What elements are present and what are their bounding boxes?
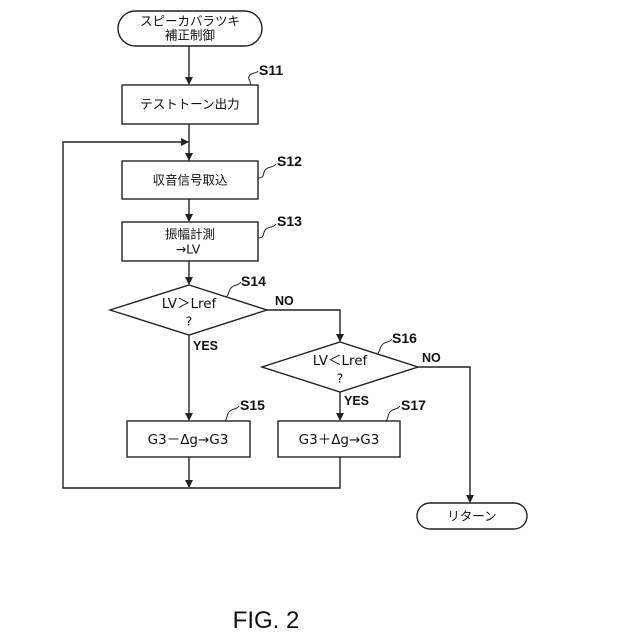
branch-label-s16-no: NO bbox=[422, 351, 441, 365]
edge-s16-no-end bbox=[418, 367, 470, 502]
edge-s14-no-s16 bbox=[267, 310, 340, 341]
decision-s16-line1: LV＜Lref bbox=[313, 353, 369, 369]
process-s13-line1: 振幅計測 bbox=[165, 227, 215, 242]
step-leader-s12 bbox=[258, 164, 276, 178]
end-terminal-text: リターン bbox=[447, 509, 496, 524]
step-leader-s14 bbox=[226, 282, 241, 297]
step-leader-s17 bbox=[386, 406, 400, 421]
start-terminal-line2: 補正制御 bbox=[165, 28, 215, 43]
branch-label-s14-no: NO bbox=[275, 294, 294, 308]
step-label-s15: S15 bbox=[240, 397, 265, 413]
process-s11-text: テストトーン出力 bbox=[140, 97, 239, 112]
step-label-s11: S11 bbox=[259, 62, 283, 78]
decision-s14-line2: ? bbox=[186, 314, 193, 329]
step-label-s16: S16 bbox=[392, 330, 417, 346]
figure-caption: FIG. 2 bbox=[233, 607, 300, 634]
branch-label-s14-yes: YES bbox=[193, 339, 218, 353]
process-s15-text: G3－Δg→G3 bbox=[148, 432, 229, 448]
process-s13: 振幅計測 →LV S13 bbox=[122, 213, 302, 261]
step-label-s14: S14 bbox=[241, 273, 266, 289]
process-s12: 収音信号取込 S12 bbox=[122, 153, 302, 199]
step-label-s13: S13 bbox=[277, 213, 302, 229]
process-s15: G3－Δg→G3 S15 bbox=[127, 397, 265, 457]
decision-s14-line1: LV＞Lref bbox=[162, 296, 218, 312]
decision-s16-line2: ? bbox=[337, 371, 344, 386]
decision-s14: LV＞Lref ? S14 NO YES bbox=[110, 273, 294, 353]
step-leader-s15 bbox=[225, 406, 239, 421]
start-terminal: スピーカバラツキ 補正制御 bbox=[118, 11, 262, 46]
process-s11: テストトーン出力 S11 bbox=[122, 62, 283, 124]
branch-label-s16-yes: YES bbox=[344, 394, 369, 408]
process-s17-text: G3＋Δg→G3 bbox=[299, 432, 380, 448]
step-leader-s11 bbox=[249, 71, 258, 85]
step-leader-s13 bbox=[258, 224, 276, 238]
start-terminal-line1: スピーカバラツキ bbox=[140, 14, 240, 29]
step-label-s17: S17 bbox=[401, 397, 426, 413]
step-label-s12: S12 bbox=[277, 153, 302, 169]
process-s12-text: 収音信号取込 bbox=[152, 173, 228, 188]
end-terminal: リターン bbox=[417, 503, 527, 529]
process-s13-line2: →LV bbox=[176, 242, 201, 257]
step-leader-s16 bbox=[377, 339, 392, 354]
